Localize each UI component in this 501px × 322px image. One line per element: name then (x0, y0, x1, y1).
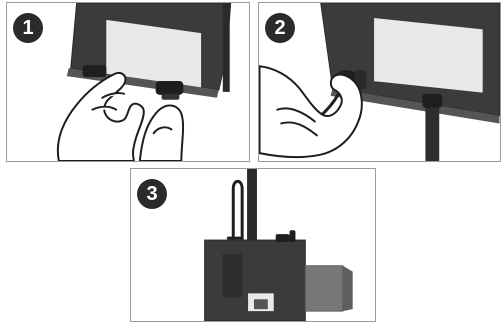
step-2-badge: 2 (265, 13, 295, 43)
step-3-panel: 3 (130, 168, 376, 322)
device-back (205, 240, 306, 321)
device-body (67, 3, 231, 98)
step-1-illustration (7, 3, 249, 161)
side-bracket (305, 266, 352, 311)
mount-pole (422, 94, 442, 161)
step-3-illustration (131, 169, 375, 321)
step-1-badge: 1 (13, 13, 43, 43)
step-2-illustration (259, 3, 500, 161)
top-knobs (276, 230, 296, 242)
hand (260, 66, 362, 157)
step-1-panel: 1 (6, 2, 250, 162)
step-2-panel: 2 (258, 2, 501, 162)
step-3-badge: 3 (137, 179, 167, 209)
